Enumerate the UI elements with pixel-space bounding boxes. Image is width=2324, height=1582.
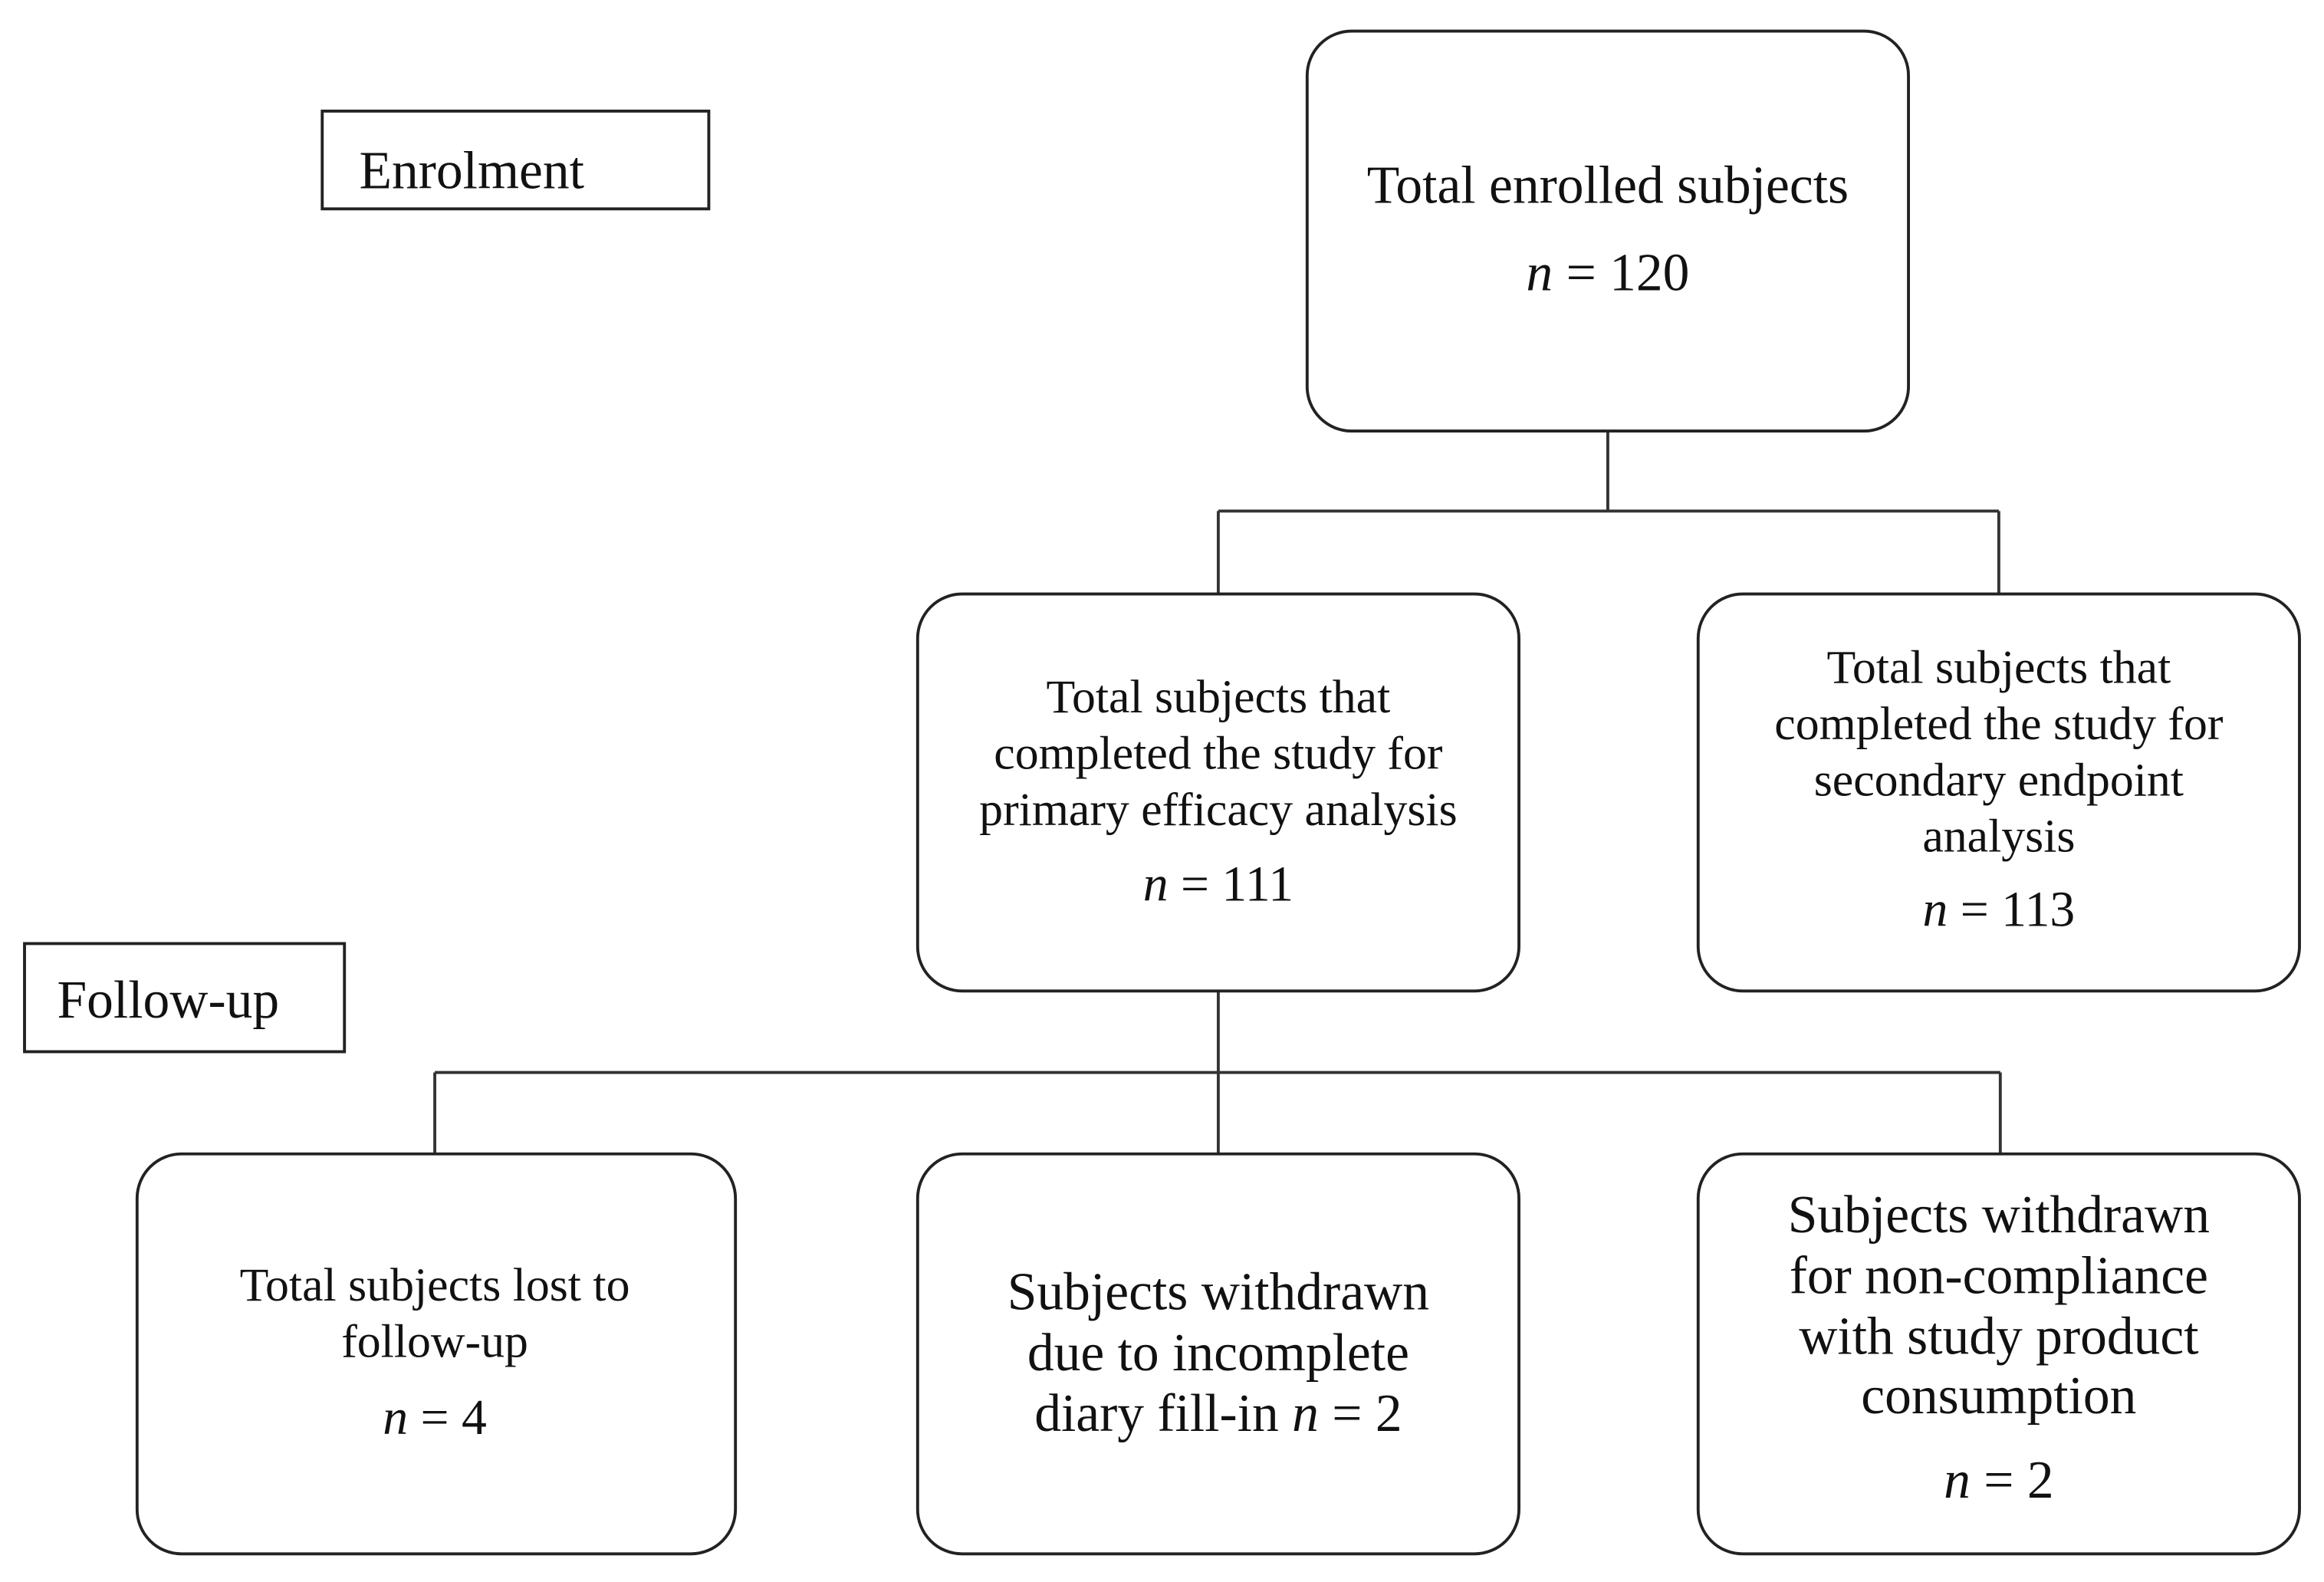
box-text: Total subjects lost to: [240, 1259, 630, 1311]
box-text: analysis: [1922, 811, 2075, 863]
box-lost-to-follow-up: Total subjects lost to follow-up n = 4: [135, 1152, 738, 1556]
count-text: n = 2: [1944, 1451, 2054, 1510]
box-text: Total enrolled subjects: [1367, 156, 1849, 215]
box-text: completed the study for: [994, 728, 1443, 780]
box-text: Subjects withdrawn: [1788, 1186, 2210, 1245]
connector-primary-to-withdrawn: [433, 991, 2002, 1154]
phase-label-enrolment: Enrolment: [320, 109, 711, 211]
count-text: n = 111: [1143, 856, 1293, 912]
box-text: completed the study for: [1774, 698, 2224, 750]
connectors: [433, 431, 2002, 1154]
box-text: consumption: [1861, 1367, 2136, 1426]
box-text: primary efficacy analysis: [979, 784, 1457, 836]
count-text: n = 120: [1526, 244, 1689, 303]
box-text: Total subjects that: [1826, 641, 2171, 693]
box-text: with study product: [1799, 1307, 2198, 1367]
follow-up-label: Follow-up: [57, 971, 279, 1030]
box-non-compliance: Subjects withdrawn for non-compliance wi…: [1696, 1152, 2301, 1556]
box-primary-efficacy: Total subjects that completed the study …: [915, 592, 1520, 993]
box-text: due to incomplete: [1027, 1324, 1409, 1383]
connector-enrolled-to-completed: [1216, 431, 2000, 594]
box-text: Total subjects that: [1047, 671, 1391, 723]
box-text: secondary endpoint: [1814, 754, 2184, 806]
box-text: Subjects withdrawn: [1008, 1263, 1429, 1322]
box-text: for non-compliance: [1790, 1246, 2208, 1305]
enrolment-label: Enrolment: [360, 141, 584, 200]
box-secondary-endpoint: Total subjects that completed the study …: [1696, 592, 2301, 993]
box-total-enrolled: Total enrolled subjects n = 120: [1305, 29, 1910, 433]
count-text: n = 113: [1923, 881, 2076, 937]
count-text: diary fill-in n = 2: [1034, 1384, 1402, 1443]
phase-label-follow-up: Follow-up: [23, 942, 347, 1054]
count-text: n = 4: [383, 1390, 487, 1446]
box-incomplete-diary: Subjects withdrawn due to incomplete dia…: [915, 1152, 1520, 1556]
box-text: follow-up: [341, 1315, 528, 1367]
